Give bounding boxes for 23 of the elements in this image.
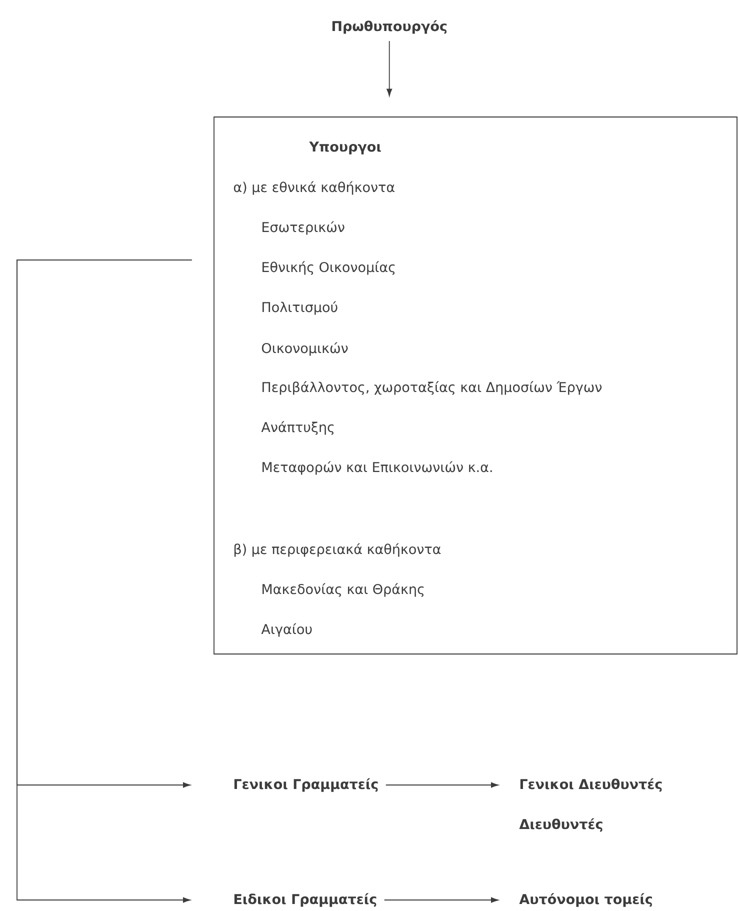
ministers-box bbox=[214, 116, 738, 654]
list-item: Μακεδονίας και Θράκης bbox=[262, 583, 424, 597]
role-label: Γενικοι Διευθυντές bbox=[520, 778, 662, 792]
list-item: Μεταφορών και Επικοινωνιών κ.α. bbox=[262, 461, 492, 475]
arrow bbox=[384, 897, 498, 903]
list-item: Οικονομικών bbox=[262, 342, 348, 356]
list-item: α) με εθνικά καθήκοντα bbox=[234, 181, 394, 195]
list-item: Περιβάλλοντος, χωροταξίας και Δημοσίων Έργων bbox=[262, 381, 602, 395]
role-label: Διευθυντές bbox=[519, 818, 602, 832]
role-label: Ειδικοι Γραμματείς bbox=[234, 893, 376, 907]
list-item: Εσωτερικών bbox=[262, 221, 344, 235]
heading-text: Πρωθυπουργός bbox=[332, 20, 447, 34]
list-item: Ανάπτυξης bbox=[261, 421, 334, 435]
list-item: Εθνικής Οικονομίας bbox=[262, 261, 395, 275]
arrow bbox=[386, 40, 392, 96]
arrow bbox=[16, 260, 192, 903]
list-item: Πολιτισμού bbox=[262, 301, 338, 315]
role-label: Αυτόνομοι τομείς bbox=[519, 893, 652, 907]
list-item: β) με περιφερειακά καθήκοντα bbox=[234, 543, 441, 557]
list-item: Αιγαίου bbox=[261, 623, 312, 637]
box-heading: Υπουργοι bbox=[309, 142, 381, 154]
arrow bbox=[385, 782, 498, 788]
role-label: Γενικοι Γραμματείς bbox=[234, 778, 378, 792]
